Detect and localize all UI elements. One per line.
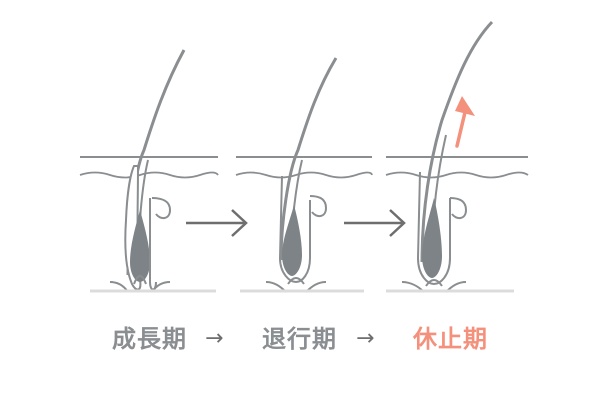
arrow-glyph: → <box>205 326 224 351</box>
panel-telogen <box>385 20 529 293</box>
sebaceous-gland-2 <box>309 195 328 218</box>
hair-follicle-2 <box>279 175 311 284</box>
right-arrow-icon: → <box>205 322 223 356</box>
hair-bulb-2 <box>282 205 302 276</box>
hair-bulb-1 <box>130 210 150 282</box>
panel-catagen <box>235 57 373 293</box>
hair-shaft-3 <box>420 20 494 263</box>
sebaceous-gland-1 <box>151 197 172 220</box>
dermal-papilla-2 <box>287 277 305 285</box>
right-arrow-icon <box>186 209 248 237</box>
hair-shaft-2 <box>279 57 338 261</box>
stage-label-anagen: 成長期 <box>112 325 187 353</box>
sebaceous-gland-3 <box>449 197 468 220</box>
arrow-glyph: → <box>356 326 375 351</box>
hair-follicle-3 <box>417 171 451 286</box>
dermal-papilla-3 <box>425 279 443 287</box>
dermal-papilla-1 <box>133 275 147 285</box>
stage-label-catagen: 退行期 <box>262 325 337 353</box>
hair-bulb-3 <box>422 198 442 278</box>
right-arrow-icon: → <box>356 322 374 356</box>
right-arrow-icon <box>344 209 406 237</box>
up-right-arrow-icon <box>455 96 475 148</box>
stage-label-telogen: 休止期 <box>413 325 488 353</box>
panel-anagen <box>79 49 219 293</box>
